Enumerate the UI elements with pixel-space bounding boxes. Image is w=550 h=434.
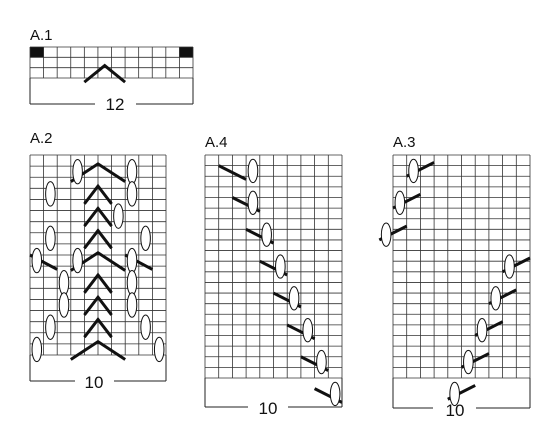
- chart-a4-symbols: [218, 158, 343, 407]
- chart-a1-symbols: [83, 63, 127, 84]
- yarn-over-symbol: [476, 318, 488, 343]
- chart-a2-symbols: [29, 158, 165, 363]
- chart-a3-count-bracket: 10: [392, 378, 531, 420]
- yarn-over-symbol: [126, 292, 138, 318]
- yarn-over-symbol: [394, 190, 406, 215]
- yarn-over-symbol: [316, 349, 327, 375]
- chart-a4-grid: [204, 154, 343, 379]
- chart-a1-label: A.1: [30, 27, 53, 44]
- yarn-over-symbol: [45, 181, 56, 207]
- yarn-over-symbol: [58, 270, 70, 296]
- yarn-over-symbol: [72, 247, 83, 274]
- yarn-over-symbol: [275, 254, 286, 279]
- chart-a2-label: A.2: [30, 130, 53, 147]
- yarn-over-symbol: [449, 381, 460, 407]
- yarn-over-symbol: [261, 222, 272, 247]
- yarn-over-symbol: [45, 314, 56, 340]
- chart-a2-stitch-count: 10: [85, 373, 104, 392]
- chart-a3-grid: [392, 154, 531, 379]
- yarn-over-symbol: [45, 225, 56, 252]
- chart-a4-label: A.4: [205, 134, 228, 151]
- yarn-over-symbol: [490, 286, 502, 311]
- filled-cell: [179, 47, 193, 58]
- double-decrease-symbol: [83, 316, 113, 339]
- filled-cell: [30, 47, 44, 58]
- yarn-over-symbol: [302, 318, 314, 343]
- chart-a3-symbols: [378, 158, 531, 407]
- yarn-over-symbol: [113, 203, 124, 229]
- yarn-over-symbol: [247, 190, 259, 215]
- chart-a1-stitch-count: 12: [106, 95, 125, 114]
- chart-a4-count-bracket: 10: [204, 378, 343, 418]
- yarn-over-symbol: [247, 158, 259, 184]
- yarn-over-symbol: [140, 314, 151, 340]
- double-decrease-symbol: [83, 205, 113, 228]
- chart-a4: A.4 10: [204, 134, 343, 418]
- chart-a2-grid: [29, 154, 167, 356]
- chart-a1-count-bracket: 12: [29, 78, 194, 114]
- chart-a2: A.2 10: [29, 130, 167, 392]
- double-decrease-symbol: [83, 272, 113, 294]
- yarn-over-symbol: [126, 270, 138, 296]
- chart-a3-stitch-count: 10: [446, 401, 465, 420]
- chart-a1: A.1 12: [29, 27, 194, 114]
- yarn-over-symbol: [380, 222, 392, 247]
- yarn-over-symbol: [408, 158, 419, 184]
- slanted-cable-symbol: [218, 164, 247, 181]
- yarn-over-symbol: [463, 349, 474, 375]
- yarn-over-symbol: [31, 247, 43, 274]
- yarn-over-symbol: [329, 381, 341, 407]
- yarn-over-symbol: [153, 336, 165, 363]
- double-decrease-symbol: [83, 294, 113, 316]
- double-decrease-symbol: [83, 63, 127, 84]
- yarn-over-symbol: [126, 247, 138, 274]
- chart-a2-count-bracket: 10: [29, 355, 167, 392]
- chart-a1-grid: [29, 46, 194, 79]
- yarn-over-symbol: [504, 254, 515, 279]
- yarn-over-symbol: [126, 181, 138, 207]
- yarn-over-symbol: [126, 158, 138, 185]
- yarn-over-symbol: [288, 286, 300, 311]
- yarn-over-symbol: [140, 225, 151, 252]
- double-decrease-symbol: [69, 339, 127, 361]
- yarn-over-symbol: [72, 158, 83, 185]
- chart-a3-label: A.3: [393, 134, 416, 151]
- yarn-over-symbol: [31, 336, 43, 363]
- double-decrease-symbol: [83, 228, 113, 250]
- yarn-over-symbol: [58, 292, 70, 318]
- chart-a3: A.3 10: [378, 134, 531, 420]
- double-decrease-symbol: [83, 183, 113, 205]
- chart-a4-stitch-count: 10: [259, 399, 278, 418]
